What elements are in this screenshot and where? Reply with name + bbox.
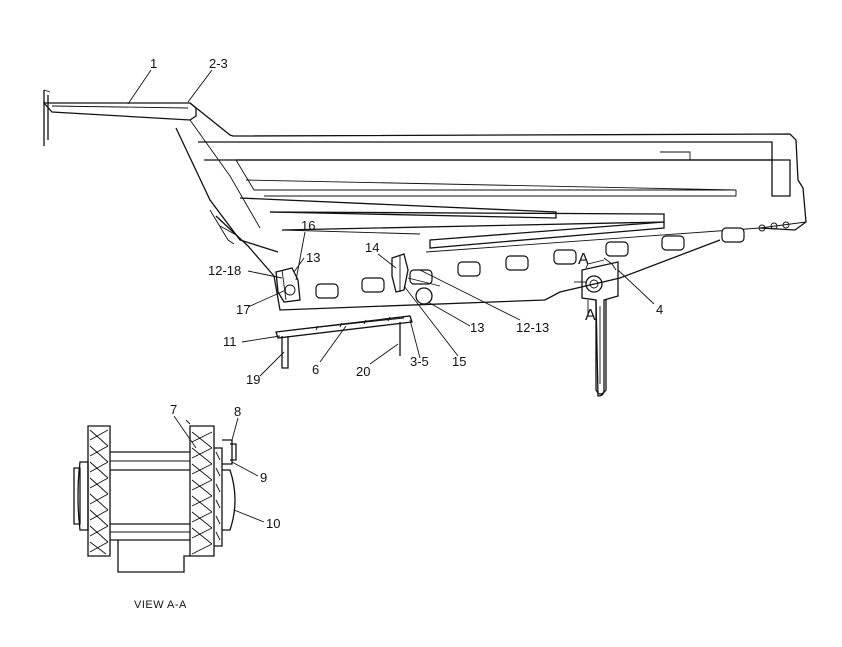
section-view-a-a bbox=[73, 419, 237, 573]
leader-lines bbox=[127, 69, 655, 377]
pivot-bracket-right bbox=[574, 257, 619, 397]
callout-labels: 1 2-3 16 14 12-18 13 17 11 6 19 20 3-5 1… bbox=[150, 56, 663, 531]
callout-10: 10 bbox=[266, 516, 280, 531]
view-leader-lines bbox=[173, 415, 265, 523]
callout-12-18: 12-18 bbox=[208, 263, 241, 278]
callout-13-left: 13 bbox=[306, 250, 320, 265]
center-latch bbox=[391, 253, 441, 305]
canopy-visor bbox=[42, 89, 197, 146]
callout-14: 14 bbox=[365, 240, 379, 255]
callout-7: 7 bbox=[170, 402, 177, 417]
front-wall-slope bbox=[175, 127, 279, 253]
front-wall bbox=[189, 102, 807, 231]
callout-11: 11 bbox=[223, 334, 237, 349]
body-side-panels bbox=[198, 141, 807, 253]
callout-15: 15 bbox=[452, 354, 466, 369]
callout-19: 19 bbox=[246, 372, 260, 387]
callout-9: 9 bbox=[260, 470, 267, 485]
callout-6: 6 bbox=[312, 362, 319, 377]
callout-20: 20 bbox=[356, 364, 370, 379]
view-caption: VIEW A-A bbox=[134, 599, 187, 611]
callout-13-mid: 13 bbox=[470, 320, 484, 335]
callout-2-3: 2-3 bbox=[209, 56, 228, 71]
callout-16: 16 bbox=[301, 218, 315, 233]
lower-frame bbox=[215, 215, 721, 311]
bumper-pads bbox=[315, 221, 790, 299]
callout-8: 8 bbox=[234, 404, 241, 419]
callout-4: 4 bbox=[656, 302, 663, 317]
dump-body-drawing bbox=[42, 89, 807, 397]
callout-17: 17 bbox=[236, 302, 250, 317]
callout-1: 1 bbox=[150, 56, 157, 71]
callout-12-13: 12-13 bbox=[516, 320, 549, 335]
callout-3-5: 3-5 bbox=[410, 354, 429, 369]
section-mark-a-top: A bbox=[578, 251, 589, 268]
lower-plate bbox=[275, 315, 413, 369]
section-mark-a-bottom: A bbox=[585, 307, 596, 324]
left-hinge-bracket bbox=[275, 267, 301, 303]
